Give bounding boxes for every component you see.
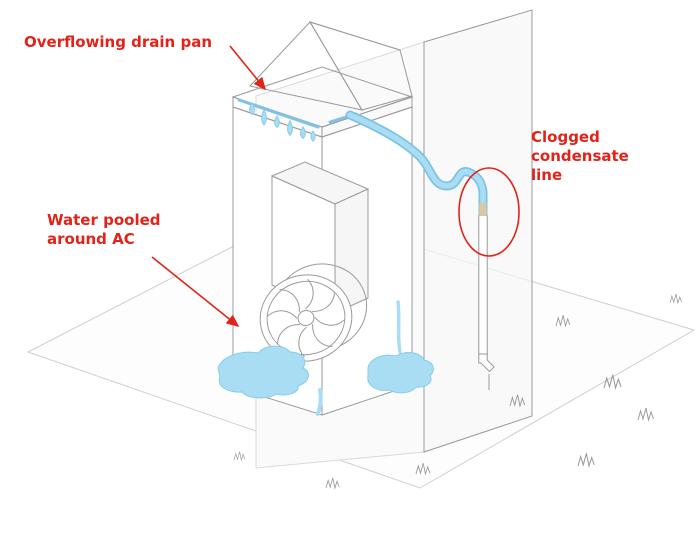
label-water-pooled: Water pooled around AC [47,211,161,249]
label-overflowing-drain-pan: Overflowing drain pan [24,33,212,52]
pipe-elbow [478,353,495,373]
fan-blades [266,278,346,358]
water-streaks [316,300,402,416]
condensate-line [345,110,495,390]
arrow-water-pooled [151,256,240,328]
water-puddles [217,345,434,399]
label-line: Water pooled [47,211,161,229]
empty-pipe-section [478,214,488,357]
evaporator-coil [249,21,413,111]
left-puddle [217,345,310,399]
label-line: around AC [47,230,135,248]
clog-circle [458,167,520,257]
right-puddle [367,352,434,394]
label-line: line [531,166,563,184]
wall-panel [423,9,533,453]
arrow-drain-pan [229,45,267,91]
label-line: condensate [531,147,629,165]
blower-fan [259,263,368,362]
annotation-graphics [151,45,520,328]
clog-blockage [479,203,487,216]
label-clogged-condensate-line: Clogged condensate line [531,128,629,185]
label-line: Overflowing drain pan [24,33,212,51]
label-line: Clogged [531,128,600,146]
